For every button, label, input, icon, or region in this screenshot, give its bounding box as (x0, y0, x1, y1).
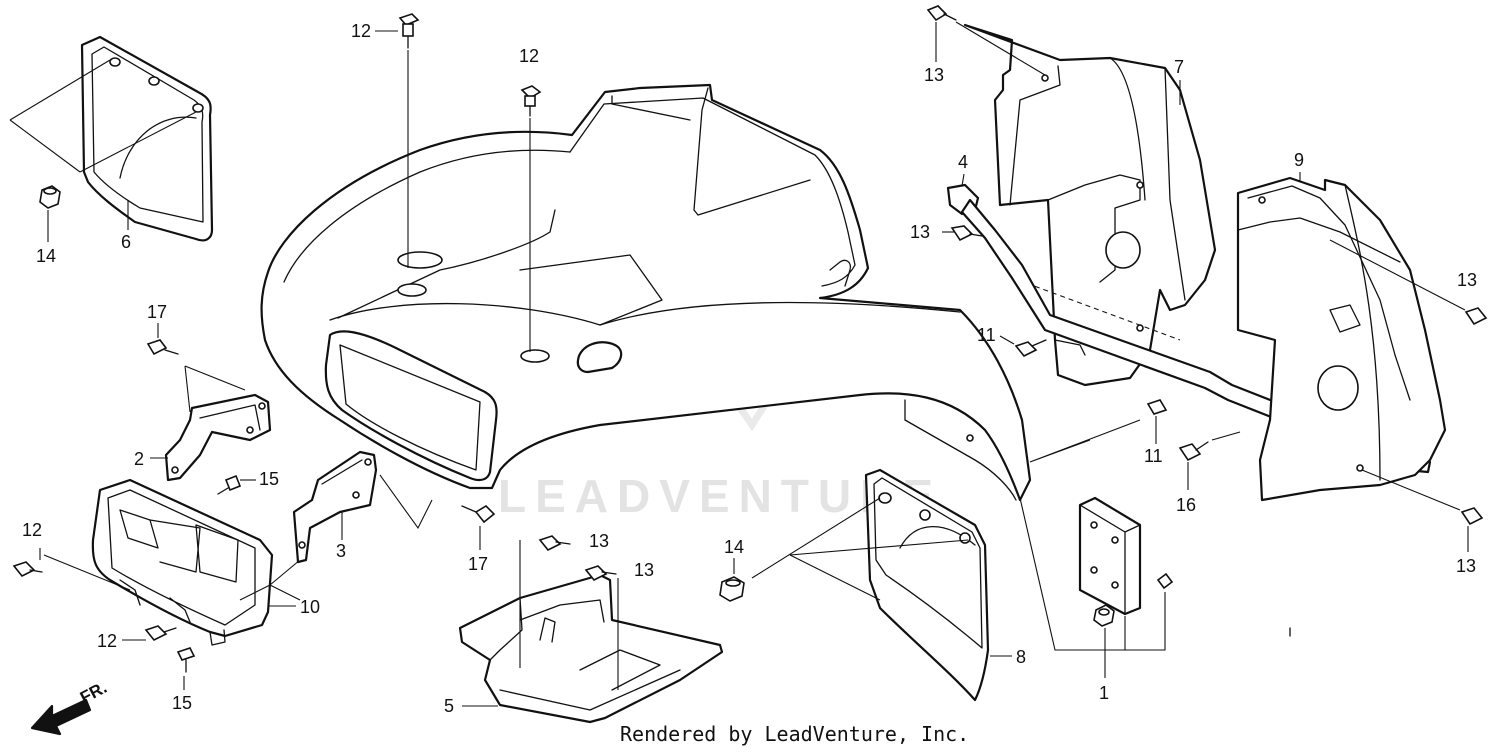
part-13-leader-c (1329, 239, 1466, 311)
part-8-leader (751, 497, 969, 601)
callout-4: 4 (958, 152, 968, 172)
part-10-leader (239, 559, 301, 601)
main-front-fender (260, 83, 1032, 502)
front-direction-arrow (30, 698, 92, 736)
part-11-bolt-a (1014, 339, 1047, 358)
part-5-leaders (519, 540, 619, 690)
callout-13: 13 (910, 222, 930, 242)
part-14-nut-left (39, 185, 61, 209)
callout-11: 11 (1144, 446, 1163, 466)
part-12-bolt-left-a (12, 561, 43, 578)
part-5-tray (458, 573, 724, 724)
part-2-leader (184, 365, 246, 413)
callout-9: 9 (1294, 150, 1304, 170)
part-16-bolt (1178, 441, 1209, 462)
leadventure-watermark: LEADVENTURE (498, 235, 942, 522)
callout-12: 12 (351, 21, 371, 41)
part-3-leader (379, 474, 433, 530)
part-12-bolt-left-b (144, 625, 177, 642)
callout-17: 17 (468, 554, 488, 574)
callout-13: 13 (634, 560, 654, 580)
part-17-bolt-center (461, 504, 496, 524)
part-7-inner-panel (963, 23, 1217, 387)
part-8-mud-flap (864, 468, 990, 702)
callout-12: 12 (97, 631, 117, 651)
callout-5: 5 (444, 696, 454, 716)
footer-credit: Rendered by LeadVenture, Inc. (620, 722, 970, 746)
part-1-screw (1156, 572, 1174, 590)
callout-17: 17 (147, 302, 167, 322)
part-13-bolt-tray-a (538, 535, 571, 552)
part-10-headlight-housing (91, 478, 274, 646)
callout-14: 14 (724, 537, 744, 557)
callout-1: 1 (1099, 683, 1109, 703)
callout-13: 13 (924, 65, 944, 85)
callout-7: 7 (1174, 57, 1184, 77)
callout-12: 12 (519, 46, 539, 66)
part-12-bolt-center (520, 85, 542, 117)
part-16-leader (1211, 431, 1241, 441)
part-3-bracket (292, 450, 378, 564)
callout-labels: 12 12 6 14 17 2 15 12 3 10 12 15 17 13 1… (22, 21, 1477, 716)
callout-3: 3 (336, 541, 346, 561)
callout-13: 13 (589, 531, 609, 551)
callout-14: 14 (36, 246, 56, 266)
part-7-dashline (1017, 279, 1181, 341)
part-6-leader (9, 59, 197, 173)
part-1-nut (1093, 604, 1115, 627)
part-13-bolt-c (1464, 307, 1488, 326)
part-9-inner-panel-right (1236, 176, 1447, 502)
part-1-leader (1019, 419, 1166, 651)
callout-2: 2 (134, 449, 144, 469)
callout-11: 11 (977, 325, 996, 345)
callout-15: 15 (259, 469, 279, 489)
callout-12: 12 (22, 520, 42, 540)
watermark-text: LEADVENTURE (498, 470, 942, 522)
callout-10: 10 (300, 597, 320, 617)
callout-8: 8 (1016, 647, 1026, 667)
part-14-nut-center (719, 576, 745, 602)
part-15-screw-a (217, 474, 242, 495)
callout-6: 6 (121, 232, 131, 252)
part-12-bolt-top (398, 13, 420, 49)
callout-13: 13 (1456, 556, 1476, 576)
part-13-leader-d (1361, 469, 1461, 511)
callout-16: 16 (1176, 495, 1196, 515)
part-12-leader-c (39, 548, 131, 591)
part-13-bolt-a (926, 5, 957, 22)
part-13-bolt-d (1460, 507, 1484, 526)
part-13-leader-a (955, 21, 1046, 76)
callout-15: 15 (172, 693, 192, 713)
part-1-plate (1078, 496, 1142, 616)
part-2-bracket (164, 393, 272, 482)
part-13-bolt-b (950, 225, 983, 242)
part-13-bolt-tray-b (584, 565, 617, 582)
callout-13: 13 (1457, 270, 1477, 290)
part-15-screw-b (176, 647, 196, 673)
part-6-mud-plate (80, 35, 214, 242)
part-17-bolt-left (146, 339, 179, 356)
part-11-bolt-b (1146, 399, 1168, 415)
